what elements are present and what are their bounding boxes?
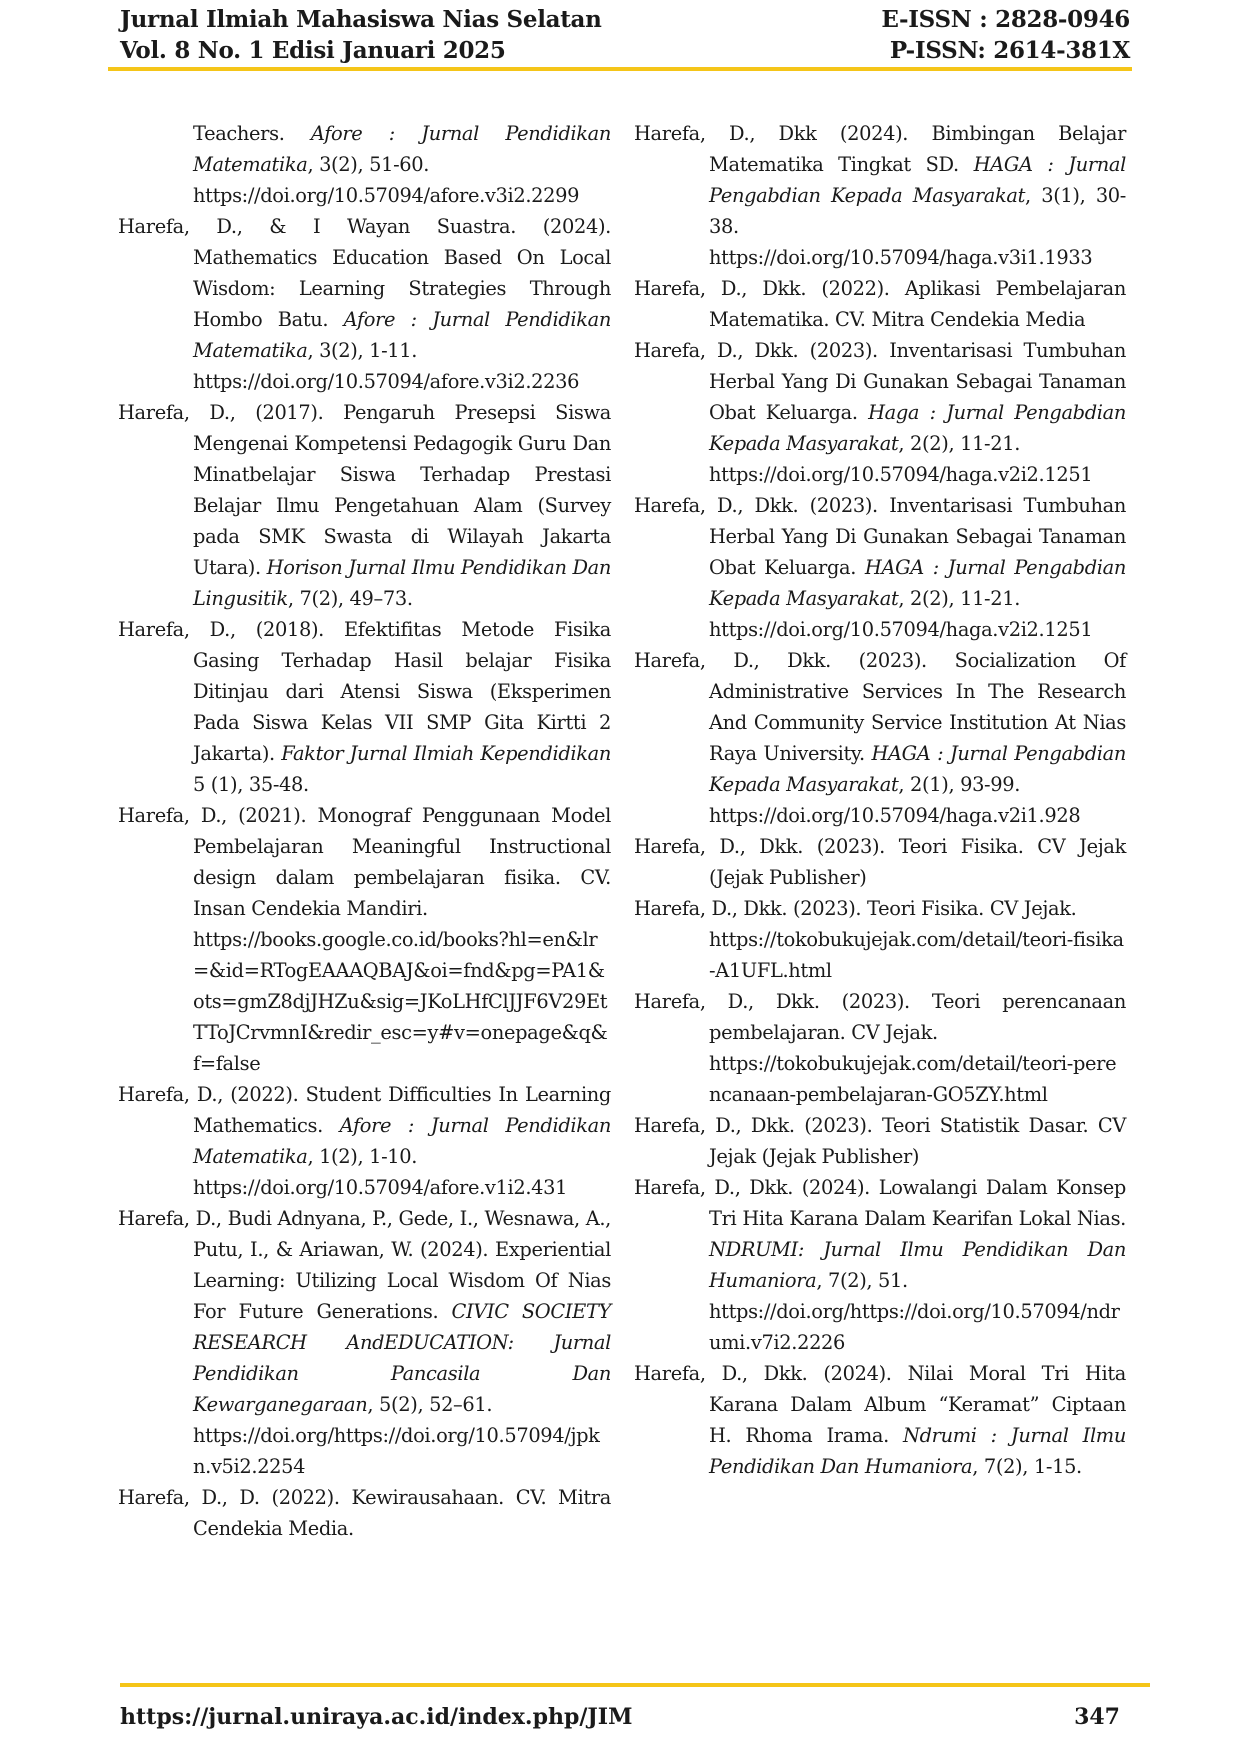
reference-entry: Harefa, D., Dkk. (2023). Teori Fisika. C…: [634, 893, 1126, 986]
issn-info: E-ISSN : 2828-0946 P-ISSN: 2614-381X: [881, 4, 1130, 66]
page-number: 347: [1074, 1704, 1120, 1730]
reference-link[interactable]: https://tokobukujejak.com/detail/teori-f…: [709, 928, 1124, 982]
reference-entry: Harefa, D., Dkk. (2023). Teori Statistik…: [634, 1114, 1126, 1168]
reference-entry: Harefa, D., Dkk. (2024). Nilai Moral Tri…: [634, 1362, 1126, 1478]
p-issn: P-ISSN: 2614-381X: [889, 37, 1130, 64]
journal-volume: Vol. 8 No. 1 Edisi Januari 2025: [120, 37, 506, 64]
reference-entry: Harefa, D., Dkk. (2024). Lowalangi Dalam…: [634, 1172, 1126, 1358]
right-column: Harefa, D., Dkk (2024). Bimbingan Belaja…: [634, 118, 1126, 1482]
reference-link[interactable]: https://tokobukujejak.com/detail/teori-p…: [709, 1052, 1117, 1106]
reference-entry: Harefa, D., D. (2022). Kewirausahaan. CV…: [118, 1486, 611, 1540]
reference-entry: Harefa, D., Dkk. (2023). Teori Fisika. C…: [634, 835, 1126, 889]
page-header: Jurnal Ilmiah Mahasiswa Nias Selatan Vol…: [120, 0, 1130, 66]
e-issn: E-ISSN : 2828-0946: [881, 6, 1130, 33]
reference-link[interactable]: https://doi.org/10.57094/haga.v3i1.1933: [709, 246, 1093, 269]
reference-link[interactable]: https://doi.org/10.57094/afore.v1i2.431: [193, 1176, 568, 1199]
reference-link[interactable]: https://doi.org/10.57094/haga.v2i1.928: [709, 804, 1081, 827]
footer-url[interactable]: https://jurnal.uniraya.ac.id/index.php/J…: [120, 1704, 633, 1730]
reference-link[interactable]: https://doi.org/10.57094/afore.v3i2.2236: [193, 370, 580, 393]
reference-link[interactable]: https://doi.org/10.57094/haga.v2i2.1251: [709, 463, 1093, 486]
reference-entry: Harefa, D., Dkk (2024). Bimbingan Belaja…: [634, 118, 1126, 273]
reference-link[interactable]: https://doi.org/https://doi.org/10.57094…: [193, 1424, 600, 1478]
reference-entry: Harefa, D., & I Wayan Suastra. (2024). M…: [118, 211, 611, 397]
journal-info: Jurnal Ilmiah Mahasiswa Nias Selatan Vol…: [120, 4, 602, 66]
reference-entry: Harefa, D., Budi Adnyana, P., Gede, I., …: [118, 1203, 611, 1482]
reference-link[interactable]: https://doi.org/https://doi.org/10.57094…: [709, 1300, 1120, 1354]
reference-link[interactable]: https://books.google.co.id/books?hl=en&l…: [193, 928, 608, 1075]
reference-entry: Harefa, D., (2021). Monograf Penggunaan …: [118, 800, 611, 1079]
reference-link[interactable]: https://doi.org/10.57094/haga.v2i2.1251: [709, 618, 1093, 641]
reference-entry: Harefa, D., Dkk. (2023). Inventarisasi T…: [634, 335, 1126, 490]
reference-entry: Harefa, D., Dkk. (2023). Teori perencana…: [634, 986, 1126, 1110]
reference-entry: Harefa, D., Dkk. (2022). Aplikasi Pembel…: [634, 277, 1126, 331]
reference-link[interactable]: https://doi.org/10.57094/afore.v3i2.2299: [193, 184, 580, 207]
reference-entry: Harefa, D., (2022). Student Difficulties…: [118, 1079, 611, 1203]
header-rule: [108, 67, 1132, 71]
reference-entry: Harefa, D., (2018). Efektifitas Metode F…: [118, 618, 611, 796]
left-column: Teachers. Afore : Jurnal Pendidikan Mate…: [118, 118, 611, 1544]
reference-entry: Harefa, D., Dkk. (2023). Socialization O…: [634, 645, 1126, 831]
reference-entry: Harefa, D., Dkk. (2023). Inventarisasi T…: [634, 490, 1126, 645]
reference-entry: Harefa, D., (2017). Pengaruh Presepsi Si…: [118, 401, 611, 610]
journal-name: Jurnal Ilmiah Mahasiswa Nias Selatan: [120, 6, 602, 33]
reference-entry: Teachers. Afore : Jurnal Pendidikan Mate…: [118, 118, 611, 211]
footer-rule: [120, 1683, 1150, 1687]
